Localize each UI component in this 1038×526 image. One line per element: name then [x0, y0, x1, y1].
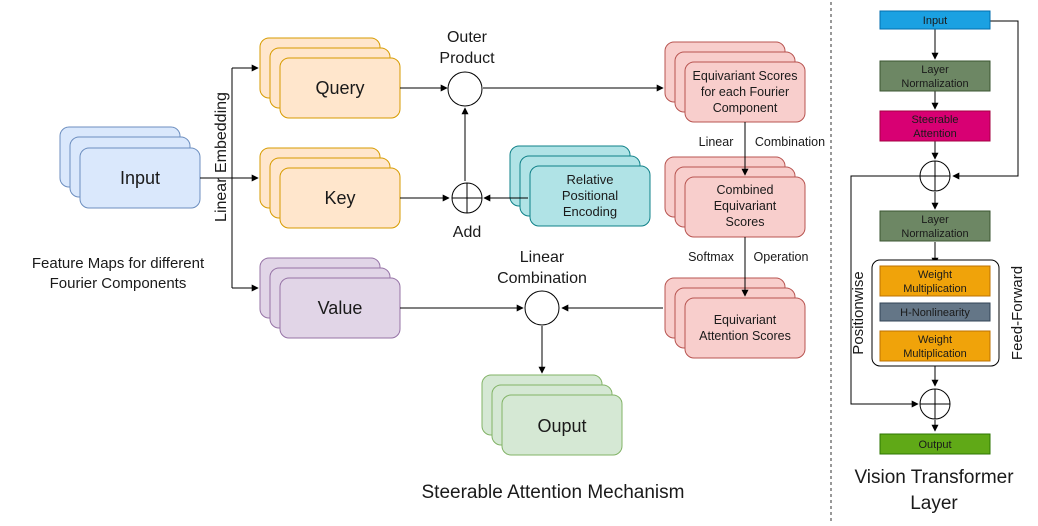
vit-feedforward-group: Weight Multiplication H-Nonlinearity Wei… — [871, 259, 1000, 367]
query-label: Query — [315, 78, 364, 98]
vit-output-label: Output — [918, 439, 951, 451]
vit-attn-label-2: Attention — [913, 128, 956, 140]
output-label: Ouput — [537, 416, 586, 436]
vit-add-node-1 — [919, 160, 951, 192]
vit-weight2-label-2: Multiplication — [903, 348, 967, 360]
vit-output-block: Output — [879, 433, 991, 455]
scores-label-2: for each Fourier — [701, 85, 789, 99]
combined-label-1: Combined — [717, 183, 774, 197]
combined-label-3: Scores — [726, 215, 765, 229]
attention-connectors — [200, 64, 749, 374]
vit-connectors — [850, 20, 1019, 432]
vit-attn-label-1: Steerable — [911, 114, 958, 126]
relpos-label-1: Relative — [567, 172, 614, 187]
vit-caption-2: Layer — [910, 493, 958, 514]
vit-layer-norm-1: Layer Normalization — [879, 60, 991, 92]
vit-ln2-label-1: Layer — [921, 214, 949, 226]
linear-combination-label-1: Linear — [520, 249, 565, 266]
vit-input-block: Input — [879, 10, 991, 30]
operation-label: Operation — [754, 250, 809, 264]
vit-weight1-label-2: Multiplication — [903, 283, 967, 295]
relpos-stack: Relative Positional Encoding — [509, 145, 651, 227]
outer-product-label-2: Product — [439, 50, 495, 67]
input-label: Input — [120, 168, 160, 188]
vit-layer-norm-2: Layer Normalization — [879, 210, 991, 242]
att-scores-label-1: Equivariant — [714, 313, 777, 327]
scores-label-1: Equivariant Scores — [693, 69, 798, 83]
value-label: Value — [318, 298, 363, 318]
vit-steerable-attention: Steerable Attention — [879, 110, 991, 142]
key-label: Key — [324, 188, 355, 208]
att-scores-label-2: Attention Scores — [699, 329, 791, 343]
scores-stack: Equivariant Scores for each Fourier Comp… — [664, 41, 806, 123]
vit-nonlinearity-label: H-Nonlinearity — [900, 307, 970, 319]
output-stack: Ouput — [481, 374, 623, 456]
outer-product-label-1: Outer — [447, 29, 488, 46]
feature-maps-label-2: Fourier Components — [50, 275, 187, 292]
combined-scores-stack: Combined Equivariant Scores — [664, 156, 806, 238]
feature-maps-label-1: Feature Maps for different — [32, 255, 205, 272]
linear-embedding-label: Linear Embedding — [213, 92, 230, 222]
linear-combination-node — [524, 290, 560, 326]
vit-ln1-label-1: Layer — [921, 64, 949, 76]
add-label: Add — [453, 224, 481, 241]
linear-label: Linear — [699, 135, 734, 149]
scores-label-3: Component — [713, 101, 778, 115]
outer-product-node — [447, 71, 483, 107]
attention-caption: Steerable Attention Mechanism — [422, 482, 685, 503]
query-stack: Query — [259, 37, 401, 119]
value-stack: Value — [259, 257, 401, 339]
add-node — [451, 182, 483, 214]
vit-ln1-label-2: Normalization — [901, 78, 968, 90]
vit-input-label: Input — [923, 15, 947, 27]
softmax-label: Softmax — [688, 250, 735, 264]
vit-weight1-label-1: Weight — [918, 269, 952, 281]
combination-label: Combination — [755, 135, 825, 149]
combined-label-2: Equivariant — [714, 199, 777, 213]
vit-caption-1: Vision Transformer — [854, 467, 1014, 488]
positionwise-label: Positionwise — [850, 271, 867, 354]
vit-ln2-label-2: Normalization — [901, 228, 968, 240]
relpos-label-3: Encoding — [563, 204, 617, 219]
attention-scores-stack: Equivariant Attention Scores — [664, 277, 806, 359]
vit-add-node-2 — [919, 388, 951, 420]
feedforward-label: Feed-Forward — [1009, 266, 1026, 360]
key-stack: Key — [259, 147, 401, 229]
relpos-label-2: Positional — [562, 188, 618, 203]
linear-combination-label-2: Combination — [497, 270, 587, 287]
vit-weight2-label-1: Weight — [918, 334, 952, 346]
input-stack: Input — [59, 126, 201, 209]
